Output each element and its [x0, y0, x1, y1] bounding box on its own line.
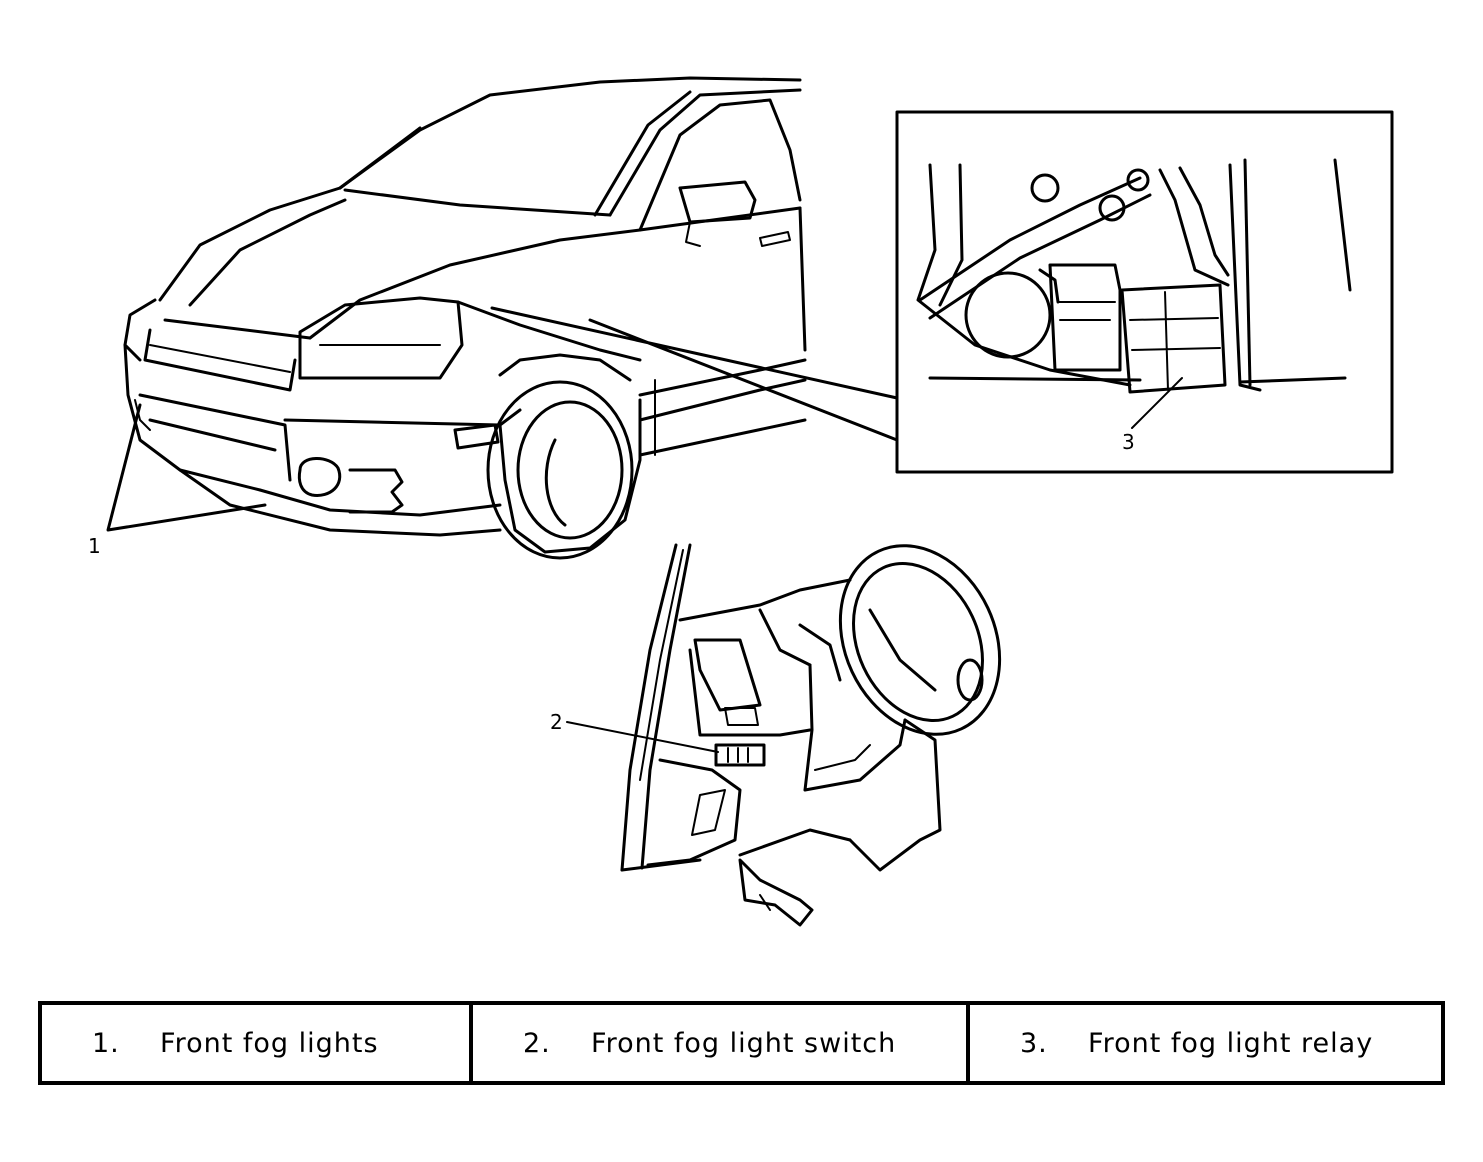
legend-number: 1. [92, 1027, 120, 1059]
component-location-diagram: 1 3 [88, 76, 1394, 927]
car-illustration [123, 76, 807, 560]
legend-item-front-fog-lights: 1. Front fog lights [42, 1005, 469, 1081]
legend-label: Front fog light switch [591, 1027, 897, 1059]
relay-inset-illustration [916, 158, 1352, 394]
callout-3: 3 [1122, 430, 1135, 454]
interior-illustration [620, 543, 1002, 927]
callout-1-leader [106, 403, 267, 532]
callout-2: 2 [550, 710, 563, 734]
legend-label: Front fog lights [160, 1027, 379, 1059]
callout-3-leader [1131, 377, 1183, 429]
callout-2-leader [566, 721, 719, 753]
relay-inset-frame [895, 110, 1394, 474]
callout-1: 1 [88, 534, 101, 558]
legend-number: 3. [1020, 1027, 1048, 1059]
inset-leader-line [490, 306, 899, 442]
legend-label: Front fog light relay [1088, 1027, 1374, 1059]
diagram-drawing: 1 3 [88, 76, 1394, 927]
legend-table: 1. Front fog lights 2. Front fog light s… [38, 1001, 1445, 1085]
legend-number: 2. [523, 1027, 551, 1059]
legend-item-front-fog-light-relay: 3. Front fog light relay [966, 1005, 1441, 1081]
fog-light-switch [714, 743, 766, 767]
legend-item-front-fog-light-switch: 2. Front fog light switch [469, 1005, 966, 1081]
